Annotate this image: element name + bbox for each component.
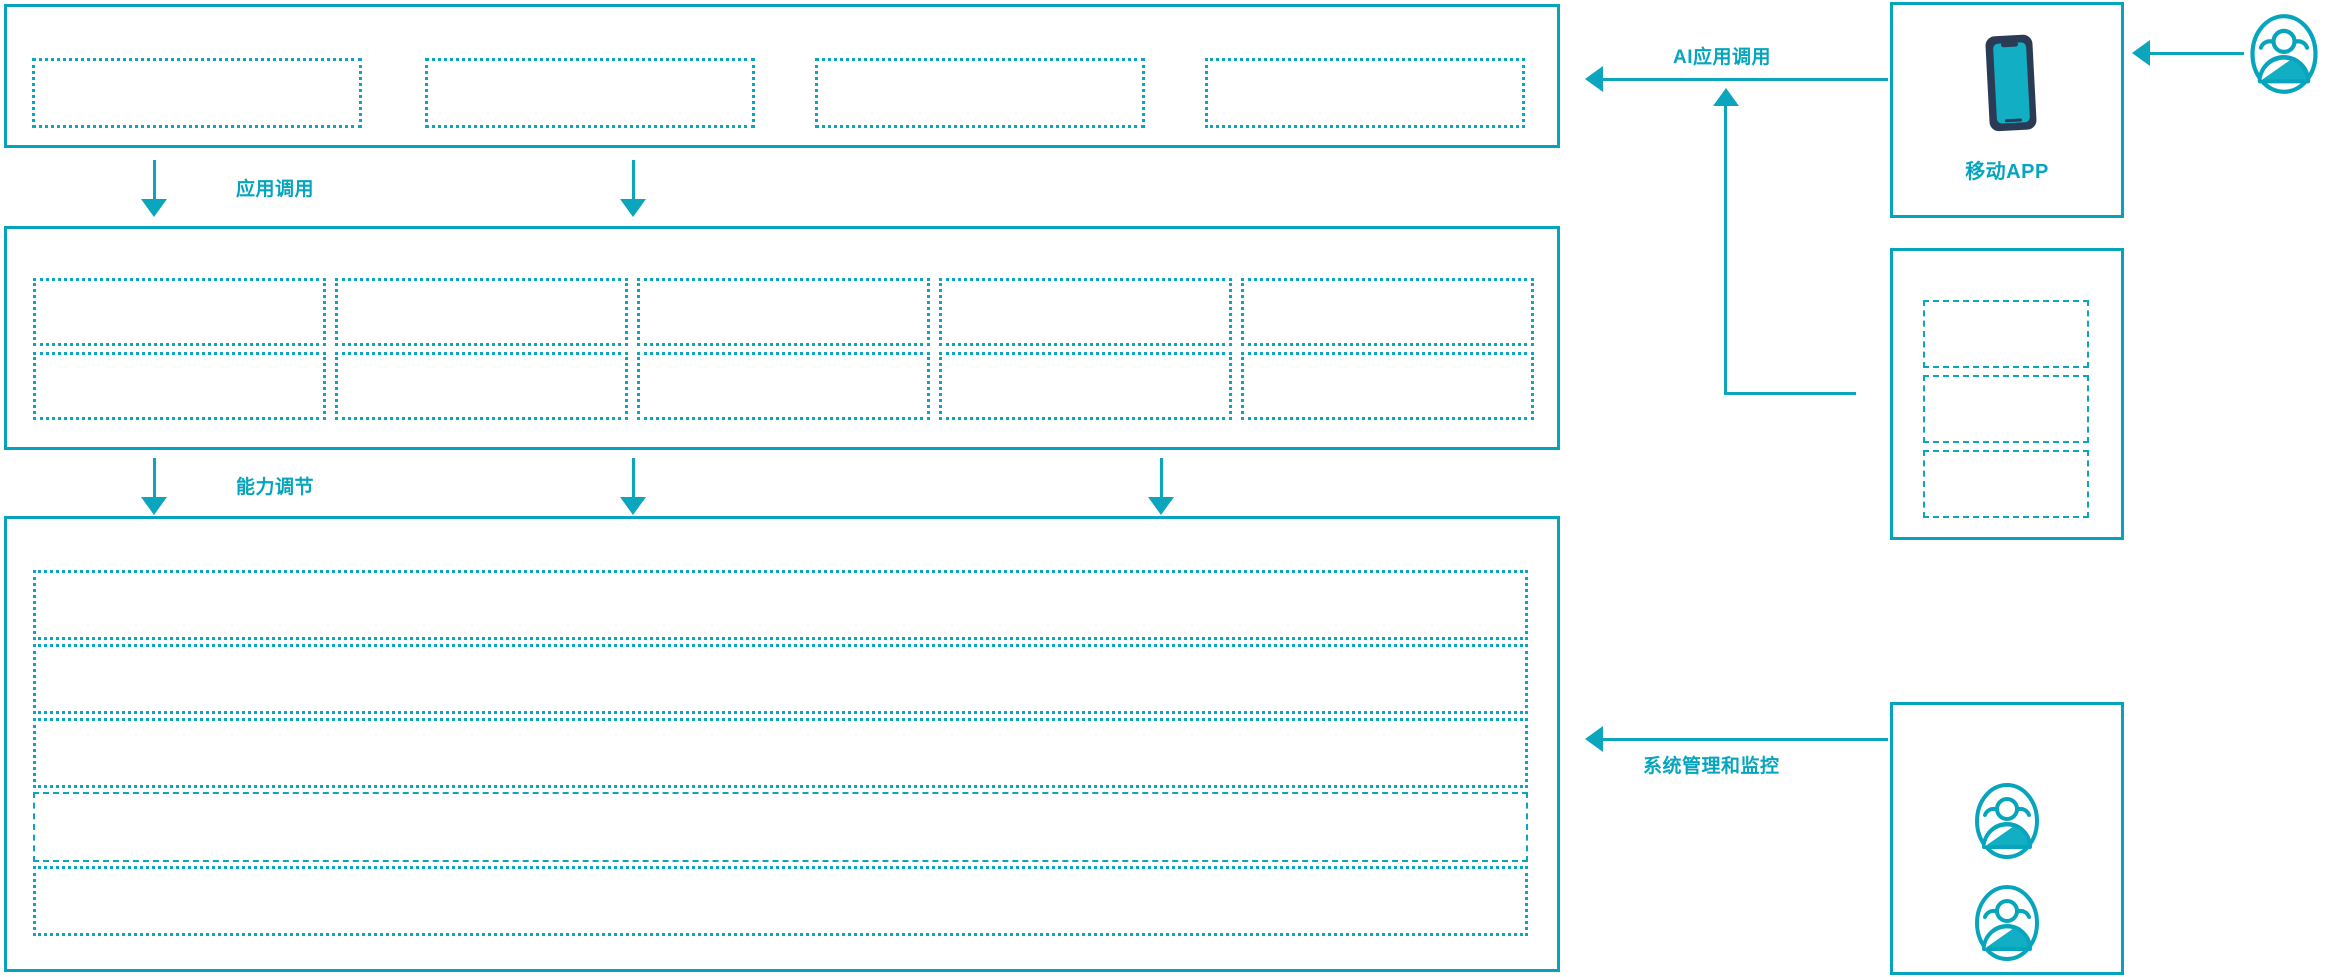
flow-label-ai-app-invoke: AI应用调用	[1673, 47, 1772, 68]
ops-monitor-connector-line	[1603, 738, 1888, 741]
app-slot-1[interactable]	[32, 58, 362, 128]
capability-to-infra-connector-1-arrow	[141, 497, 167, 515]
infra-row-3[interactable]	[33, 718, 1528, 788]
capability-slot-4-top[interactable]	[939, 278, 1232, 346]
app-to-capability-connector-1-line	[153, 160, 156, 202]
operations-node	[1890, 702, 2124, 975]
capability-slot-3-bottom[interactable]	[637, 352, 930, 420]
infra-row-4[interactable]	[33, 792, 1528, 862]
app-to-capability-connector-2-arrow	[620, 199, 646, 217]
capability-slot-3-top[interactable]	[637, 278, 930, 346]
ops-monitor-connector-arrow	[1585, 726, 1603, 752]
capability-to-infra-connector-2-arrow	[620, 497, 646, 515]
capability-slot-4-bottom[interactable]	[939, 352, 1232, 420]
external-user-node[interactable]	[2246, 12, 2322, 96]
ai-invoke-connector-arrow	[1585, 66, 1603, 92]
mobile-app-node[interactable]: 移动APP	[1890, 2, 2124, 218]
channel-to-ai-connector-hline	[1724, 392, 1856, 395]
flow-label-app-invoke: 应用调用	[236, 179, 315, 200]
channel-slot-3[interactable]	[1923, 450, 2089, 518]
capability-slot-2-bottom[interactable]	[335, 352, 628, 420]
user-to-mobile-connector-arrow	[2132, 40, 2150, 66]
app-slot-3[interactable]	[815, 58, 1145, 128]
capability-to-infra-connector-1-line	[153, 458, 156, 500]
flow-label-capability-adjust: 能力调节	[236, 477, 315, 498]
capability-slot-1-bottom[interactable]	[33, 352, 326, 420]
app-slot-4[interactable]	[1205, 58, 1525, 128]
capability-to-infra-connector-3-line	[1160, 458, 1163, 500]
app-slot-2[interactable]	[425, 58, 755, 128]
capability-to-infra-connector-3-arrow	[1148, 497, 1174, 515]
flow-label-system-manage-monitor: 系统管理和监控	[1643, 756, 1780, 777]
app-to-capability-connector-1-arrow	[141, 199, 167, 217]
infra-row-5[interactable]	[33, 866, 1528, 936]
users-group-icon-1	[1971, 781, 2043, 861]
capability-slot-5-bottom[interactable]	[1241, 352, 1534, 420]
capability-slot-5-top[interactable]	[1241, 278, 1534, 346]
capability-slot-1-top[interactable]	[33, 278, 326, 346]
user-to-mobile-connector-line	[2150, 52, 2244, 55]
capability-slot-2-top[interactable]	[335, 278, 628, 346]
channel-slot-2[interactable]	[1923, 375, 2089, 443]
channel-slot-1[interactable]	[1923, 300, 2089, 368]
infra-row-1[interactable]	[33, 570, 1528, 640]
capability-to-infra-connector-2-line	[632, 458, 635, 500]
smartphone-icon	[1965, 27, 2055, 139]
channel-to-ai-connector-arrow	[1713, 88, 1739, 106]
app-to-capability-connector-2-line	[632, 160, 635, 202]
infra-row-2[interactable]	[33, 644, 1528, 714]
channel-to-ai-connector-vline	[1724, 105, 1727, 395]
users-group-icon-2	[1971, 883, 2043, 963]
mobile-app-caption: 移动APP	[1965, 161, 2049, 183]
ai-invoke-connector-line	[1603, 78, 1888, 81]
